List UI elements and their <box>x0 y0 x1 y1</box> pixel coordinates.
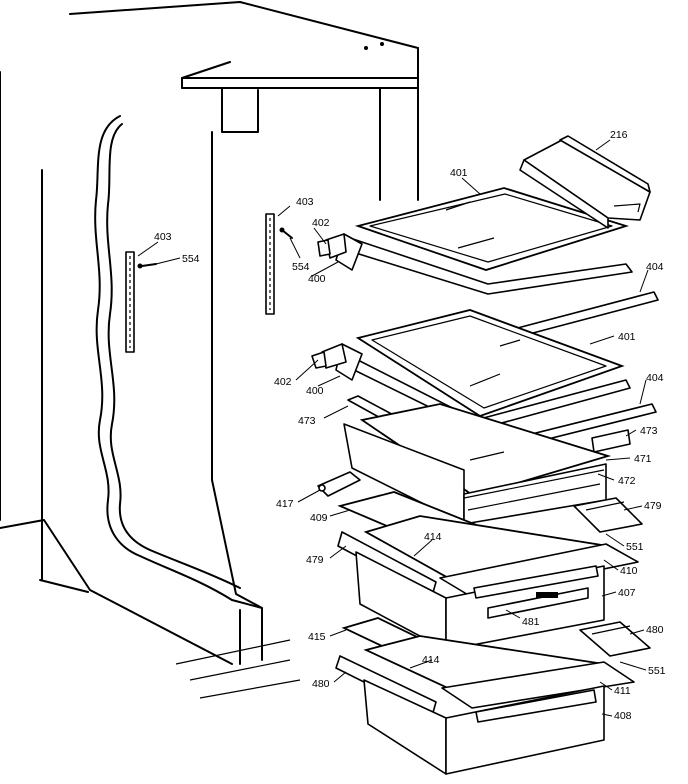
label-401-middle: 401 <box>618 331 636 343</box>
label-414-upper: 414 <box>424 531 442 543</box>
label-479-right: 479 <box>644 500 662 512</box>
middle-shelf <box>311 309 631 431</box>
label-471: 471 <box>634 453 652 465</box>
label-400-lower: 400 <box>306 385 324 397</box>
label-400-upper: 400 <box>308 273 326 285</box>
label-480-right: 480 <box>646 624 664 636</box>
label-554-left: 554 <box>182 253 200 265</box>
label-403-right: 403 <box>296 196 314 208</box>
door-bin <box>519 135 651 229</box>
label-415: 415 <box>308 631 326 643</box>
label-411: 411 <box>614 685 631 697</box>
label-479-left: 479 <box>306 554 324 566</box>
cabinet <box>0 1 419 699</box>
upper-drawer <box>355 551 605 651</box>
label-402-lower: 402 <box>274 376 292 388</box>
label-472: 472 <box>618 475 636 487</box>
slide-rail-417 <box>317 471 361 497</box>
label-409: 409 <box>310 512 328 524</box>
shelf-trim-404-upper <box>509 291 659 339</box>
label-551-upper: 551 <box>626 541 644 553</box>
label-404-upper: 404 <box>646 261 664 273</box>
lower-drawer <box>363 679 605 775</box>
label-401-upper: 401 <box>450 167 468 179</box>
label-410: 410 <box>620 565 638 577</box>
drawer-slide-480-right <box>579 621 651 657</box>
label-481: 481 <box>522 616 540 628</box>
label-551-lower: 551 <box>648 665 666 677</box>
label-407: 407 <box>618 587 636 599</box>
label-404-lower: 404 <box>646 372 664 384</box>
label-473-left: 473 <box>298 415 316 427</box>
label-473-right: 473 <box>640 425 658 437</box>
label-408: 408 <box>614 710 632 722</box>
screw-left <box>137 263 157 269</box>
leader-lines <box>137 139 649 717</box>
label-417: 417 <box>276 498 294 510</box>
shelf-ladder-right <box>265 213 275 315</box>
upper-shelf <box>317 187 633 295</box>
label-554-right: 554 <box>292 261 310 273</box>
label-414-lower: 414 <box>422 654 440 666</box>
label-402-upper: 402 <box>312 217 330 229</box>
label-480-left: 480 <box>312 678 330 690</box>
screw-right <box>279 227 293 239</box>
label-216: 216 <box>610 129 628 141</box>
label-403-left: 403 <box>154 231 172 243</box>
drawer-slide-479-right <box>573 497 643 533</box>
shelf-ladder-left <box>125 251 135 353</box>
part-labels: 216 401 403 402 554 400 403 554 404 401 … <box>154 129 666 722</box>
